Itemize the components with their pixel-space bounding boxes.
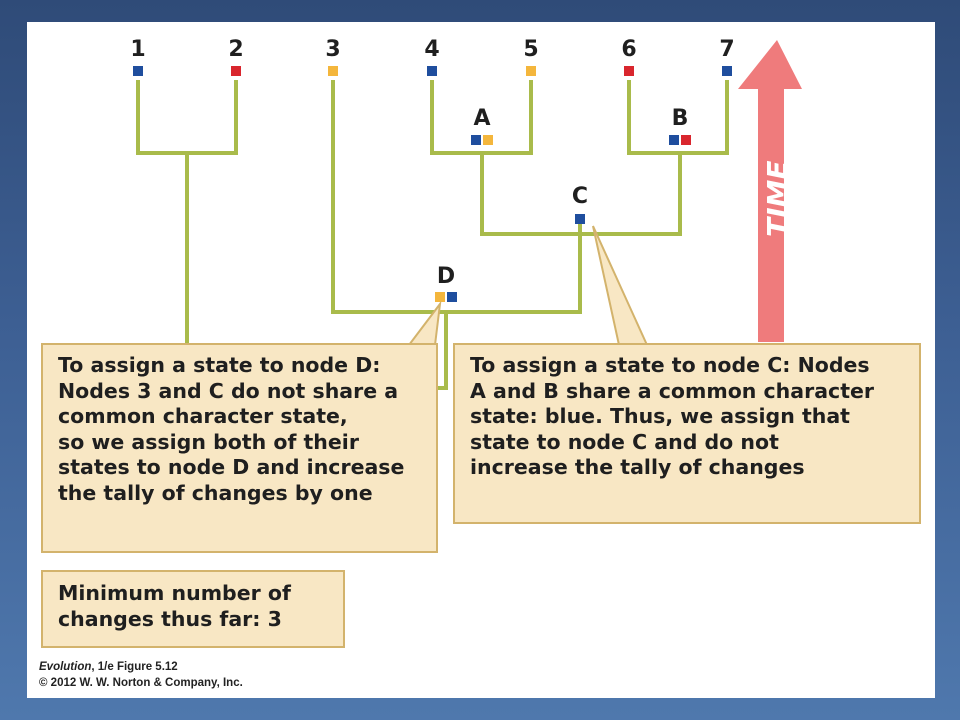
- leaf-state-5: [526, 66, 536, 76]
- branch-d-stem: [436, 310, 448, 390]
- time-arrow-shape: [738, 40, 802, 342]
- node-d-state-1: [435, 292, 445, 302]
- leaf-label-5: 5: [523, 37, 538, 62]
- node-label-d: D: [437, 264, 455, 289]
- leaf-state-3: [328, 66, 338, 76]
- branch-1-2: [136, 80, 238, 155]
- character-state-squares: [133, 66, 732, 302]
- node-a-state-1: [471, 135, 481, 145]
- leaf-state-6: [624, 66, 634, 76]
- node-label-c: C: [572, 184, 588, 209]
- leaf-state-1: [133, 66, 143, 76]
- branch-c-3: [331, 80, 582, 314]
- leaf-label-6: 6: [621, 37, 636, 62]
- book-title: Evolution: [39, 661, 92, 673]
- callout-node-d: To assign a state to node D: Nodes 3 and…: [41, 343, 438, 553]
- node-a-state-2: [483, 135, 493, 145]
- callout-node-c-text: Nodes A and B share a common character s…: [470, 353, 875, 479]
- figure-number: , 1/e Figure 5.12: [91, 661, 178, 673]
- leaf-label-1: 1: [130, 37, 145, 62]
- node-b-state-1: [669, 135, 679, 145]
- minimum-changes-box: Minimum number of changes thus far: 3: [41, 570, 345, 648]
- leaf-label-3: 3: [325, 37, 340, 62]
- leaf-state-4: [427, 66, 437, 76]
- copyright-notice: © 2012 W. W. Norton & Company, Inc.: [39, 677, 243, 689]
- leaf-label-4: 4: [424, 37, 439, 62]
- callout-node-c-heading: To assign a state to node C:: [470, 353, 791, 377]
- callout-node-c: To assign a state to node C: Nodes A and…: [453, 343, 921, 524]
- time-label: TIME: [761, 160, 794, 237]
- node-label-b: B: [672, 106, 689, 131]
- figure-caption: Evolution, 1/e Figure 5.12: [39, 661, 178, 673]
- leaf-label-7: 7: [719, 37, 734, 62]
- time-arrow: TIME: [738, 40, 802, 342]
- leaf-state-7: [722, 66, 732, 76]
- leaf-state-2: [231, 66, 241, 76]
- callout-node-d-heading: To assign a state to node D:: [58, 353, 381, 377]
- node-label-a: A: [473, 106, 490, 131]
- node-d-state-2: [447, 292, 457, 302]
- node-labels: 1 2 3 4 5 6 7A B C D: [130, 37, 734, 289]
- tree-branches: [136, 80, 729, 390]
- callout-pointer-node-c: [592, 225, 649, 346]
- leaf-label-2: 2: [228, 37, 243, 62]
- node-c-state-1: [575, 214, 585, 224]
- phylogenetic-tree: 1 2 3 4 5 6 7A B C D TIME: [130, 37, 802, 390]
- minimum-changes-text: Minimum number of changes thus far: 3: [58, 581, 291, 631]
- node-b-state-2: [681, 135, 691, 145]
- callout-node-d-text: Nodes 3 and C do not share a common char…: [58, 378, 405, 505]
